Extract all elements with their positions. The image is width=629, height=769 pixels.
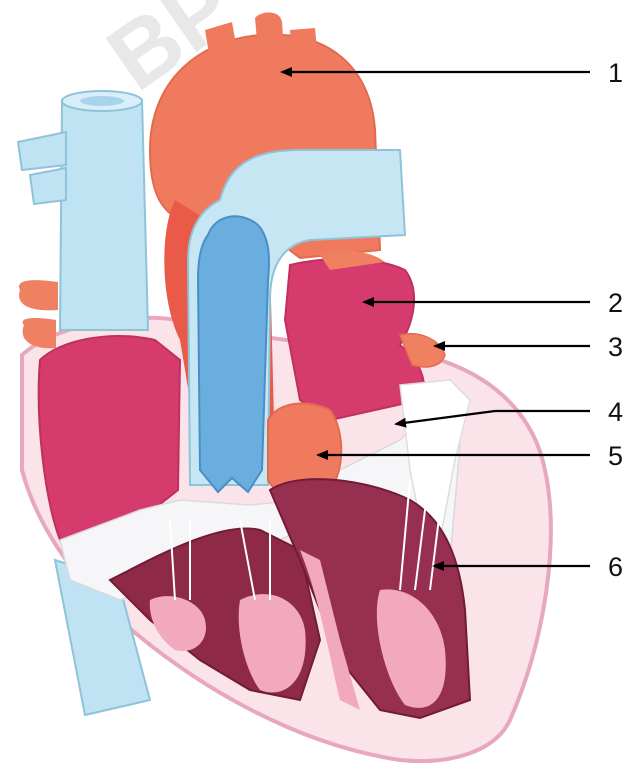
pulmonary-artery [198,216,269,492]
callout-3: 3 [435,332,623,362]
callout-6-label: 6 [608,552,623,582]
vena-cava-branch-lower [30,168,66,204]
callout-1-label: 1 [608,58,623,88]
vena-cava-lumen [80,96,124,106]
vena-cava-branch-upper [18,132,66,170]
right-pulmonary-vein-lower [23,318,56,348]
aorta-branch-3 [290,28,318,60]
right-pulmonary-vein-upper [19,280,58,310]
callout-5-label: 5 [608,441,623,471]
superior-vena-cava [60,100,148,330]
callout-3-label: 3 [608,332,623,362]
callout-2-label: 2 [608,288,623,318]
callout-4-label: 4 [608,397,623,427]
aorta-branch-2 [255,12,284,52]
